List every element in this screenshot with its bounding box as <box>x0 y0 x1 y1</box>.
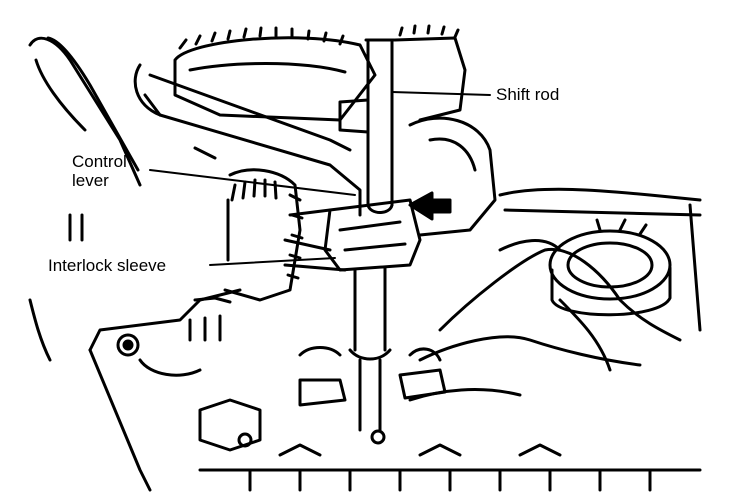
leader-lines <box>149 91 491 266</box>
bearing-ring <box>548 218 672 317</box>
label-control-lever-line1: Control <box>72 152 127 171</box>
right-gear-stack <box>393 24 497 237</box>
arrow-indicator <box>408 191 452 221</box>
label-interlock-sleeve: Interlock sleeve <box>48 256 167 275</box>
shift-rod-shape <box>338 38 396 214</box>
transmission-case <box>88 288 702 492</box>
upper-gear <box>173 26 377 122</box>
left-gear-cluster <box>223 168 304 302</box>
case-top-right <box>498 187 702 332</box>
control-lever-shape <box>133 63 362 217</box>
detail-ribs <box>28 213 447 407</box>
label-shift-rod: Shift rod <box>496 85 560 104</box>
tool-arm-left <box>28 36 142 187</box>
interlock-sleeve-shape <box>283 198 422 432</box>
label-control-lever-line2: lever <box>72 171 109 190</box>
hand-shape <box>408 239 682 402</box>
label-control-lever: Control lever <box>72 152 127 190</box>
